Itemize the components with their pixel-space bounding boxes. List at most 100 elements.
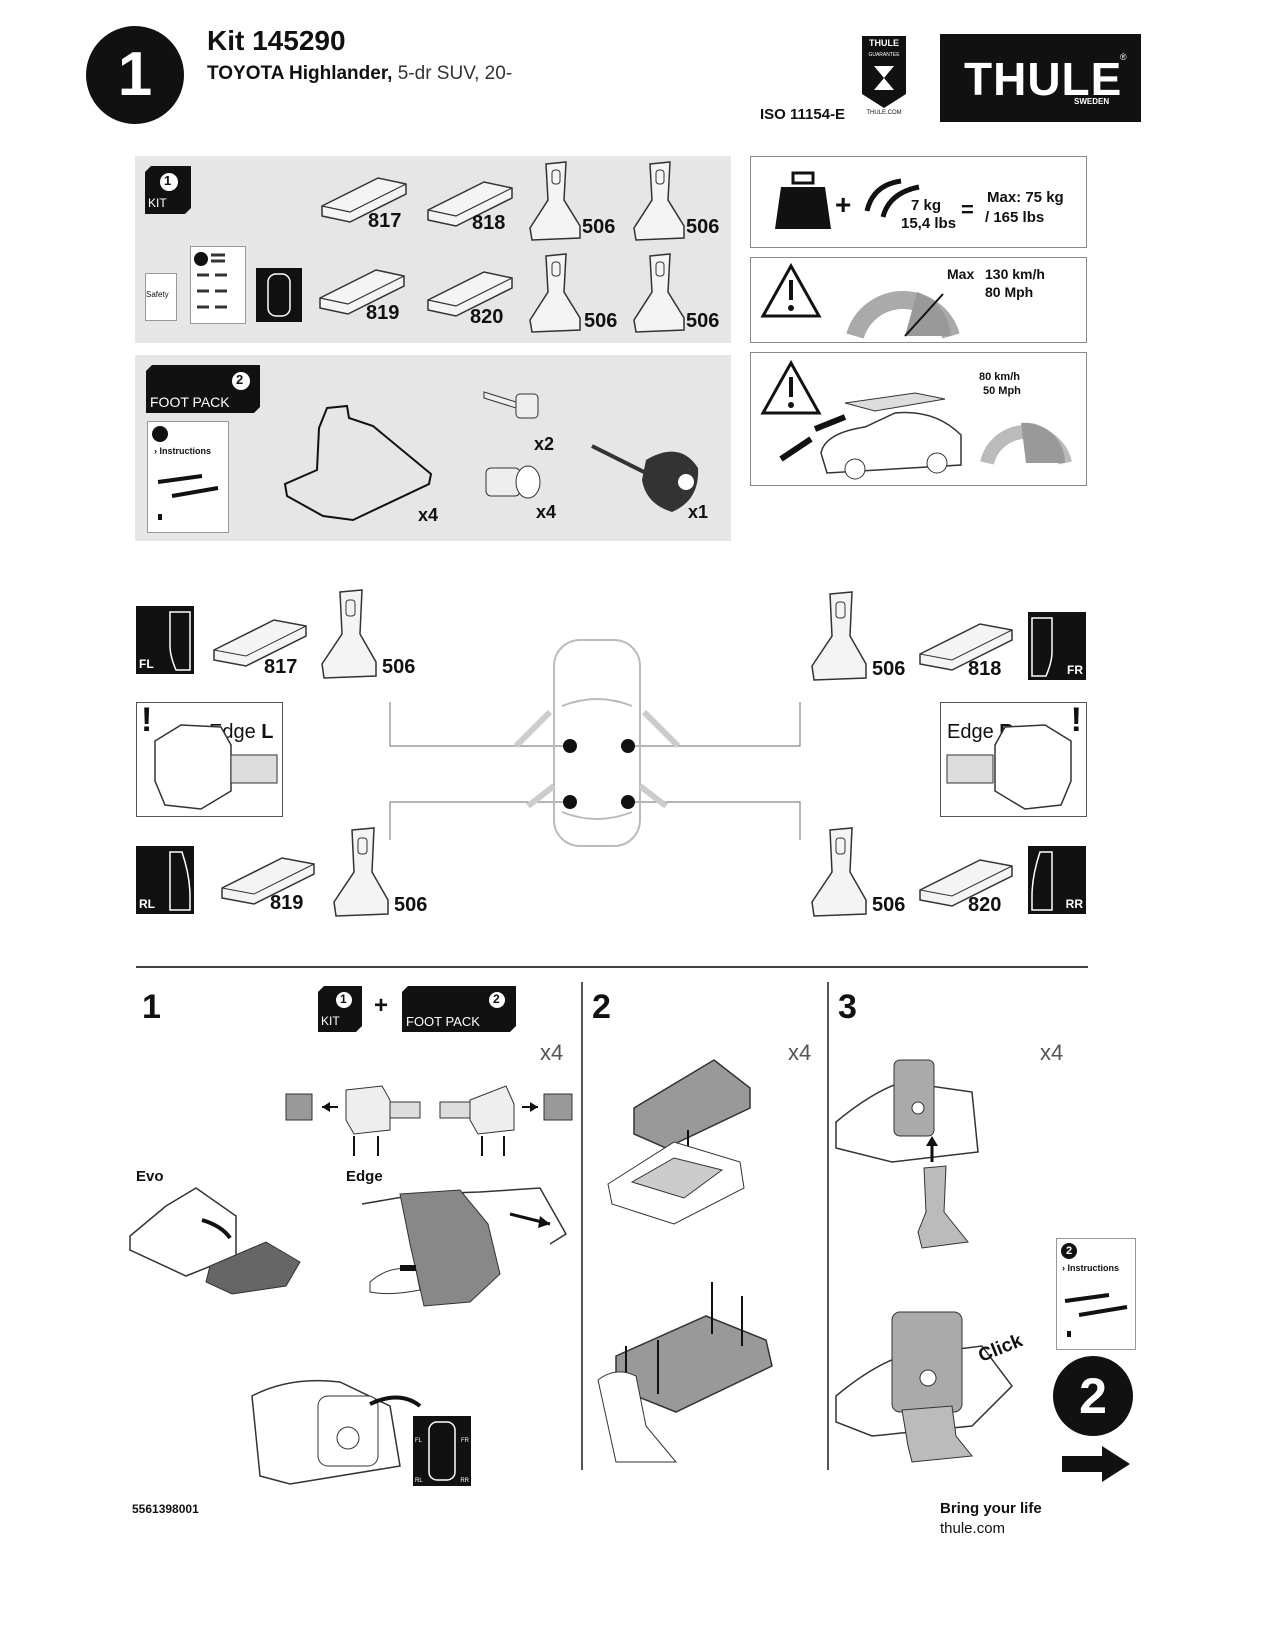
pad-817-icon bbox=[213, 619, 307, 667]
foot-pack-box-icon bbox=[402, 986, 516, 1032]
logo-sub: SWEDEN bbox=[1074, 97, 1110, 106]
fr-pad-label: 818 bbox=[968, 658, 1002, 680]
rl-position-tag: RL bbox=[136, 846, 194, 914]
part-label-819: 819 bbox=[366, 302, 400, 324]
bracket-506-icon bbox=[321, 589, 377, 679]
next-instructions: 2 › Instructions bbox=[1056, 1238, 1136, 1350]
exclaim-right: ! bbox=[1070, 701, 1082, 739]
vehicle-name: TOYOTA Highlander, bbox=[207, 63, 393, 84]
edge-left-box: ! Edge L bbox=[136, 701, 283, 817]
registered-icon: ® bbox=[1120, 52, 1127, 62]
safety-label: Safety bbox=[146, 290, 169, 299]
bracket-506-icon bbox=[633, 161, 685, 241]
foot-pad-icon bbox=[283, 404, 433, 522]
speedometer-icon bbox=[980, 422, 1072, 465]
kit-box-icon bbox=[145, 166, 191, 214]
next-instructions-num: 2 bbox=[1065, 1245, 1073, 1257]
instruction-sheet bbox=[190, 246, 246, 324]
pad-818-icon bbox=[427, 181, 513, 227]
step-divider-2 bbox=[827, 982, 829, 1470]
vehicle-detail: 5-dr SUV, 20- bbox=[392, 63, 513, 84]
edge-foot-right-icon bbox=[946, 724, 1072, 810]
guarantee-bottom: THULE.COM bbox=[866, 110, 902, 116]
part-label-817: 817 bbox=[368, 210, 402, 232]
step-2-number: 2 bbox=[592, 988, 611, 1026]
pad-819-icon bbox=[319, 269, 405, 315]
step-1-tag-fl: FL bbox=[415, 1438, 423, 1444]
edge-left-side: L bbox=[261, 721, 274, 743]
step-1-position-tag: FL FR RL RR bbox=[413, 1416, 471, 1486]
bracket-attach-illustration bbox=[835, 1059, 979, 1249]
speed-spec-box: Max 130 km/h 80 Mph bbox=[750, 257, 1087, 343]
foot-pack-badge: 2 FOOT PACK bbox=[146, 365, 260, 413]
lock-count: x4 bbox=[536, 502, 557, 522]
foot-pad-count: x4 bbox=[418, 505, 439, 525]
guarantee-shield: THULE GUARANTEE THULE.COM bbox=[860, 34, 908, 116]
next-page-badge[interactable]: 2 bbox=[1053, 1356, 1133, 1436]
speed-kmh: 130 km/h bbox=[985, 266, 1045, 282]
car-corner-icon bbox=[1031, 851, 1053, 911]
part-label-506-a: 506 bbox=[582, 216, 616, 238]
next-page-number: 2 bbox=[1079, 1368, 1107, 1424]
foot-pack-box-icon bbox=[146, 365, 260, 413]
car-topview-diagram bbox=[389, 639, 801, 847]
tool-count: x1 bbox=[688, 502, 709, 522]
roof-bars-icon bbox=[1064, 1293, 1128, 1337]
foot-pack-badge-label: FOOT PACK bbox=[150, 394, 230, 410]
step-1-kit-badge: 1 KIT bbox=[318, 986, 362, 1032]
warning-triangle-icon bbox=[760, 262, 822, 318]
pad-press-illustration bbox=[597, 1282, 773, 1463]
rl-tag-label: RL bbox=[139, 897, 155, 911]
part-label-820: 820 bbox=[470, 306, 504, 328]
rr-foot-label: 506 bbox=[872, 894, 906, 916]
car-corner-icon bbox=[1031, 617, 1053, 677]
step-1-plus: + bbox=[374, 992, 389, 1019]
pad-placement-illustration bbox=[607, 1059, 751, 1225]
step-1-tag-fr: FR bbox=[461, 1438, 469, 1444]
part-label-818: 818 bbox=[472, 212, 506, 234]
page-number-badge: 1 bbox=[86, 26, 184, 124]
pad-817-icon bbox=[321, 177, 407, 223]
instructions-num-icon bbox=[152, 426, 168, 442]
warn-speed-mph: 50 Mph bbox=[983, 385, 1021, 397]
kit-badge-num: 1 bbox=[164, 173, 172, 188]
part-label-506-b: 506 bbox=[686, 216, 720, 238]
bracket-506-icon bbox=[529, 253, 581, 333]
edge-right-text: Edge bbox=[947, 721, 1000, 743]
vehicle-line: TOYOTA Highlander, 5-dr SUV, 20- bbox=[207, 63, 512, 85]
load-spec-box: + 7 kg 15,4 lbs = Max: 75 kg / 165 lbs bbox=[750, 156, 1087, 248]
plus-sign: + bbox=[835, 189, 852, 220]
evo-foot-illustration bbox=[129, 1187, 301, 1295]
step-1-tag-rl: RL bbox=[415, 1478, 423, 1484]
kit-badge-label: KIT bbox=[148, 196, 167, 210]
next-instructions-num-icon: 2 bbox=[1061, 1243, 1077, 1259]
instructions-label: › Instructions bbox=[154, 446, 212, 456]
step-3-count: x4 bbox=[1040, 1040, 1064, 1065]
fl-tag-label: FL bbox=[139, 657, 154, 671]
speedometer-icon bbox=[846, 291, 960, 339]
pad-820-icon bbox=[919, 859, 1013, 907]
car-topview-icon bbox=[428, 1421, 456, 1481]
arrow-right-icon[interactable] bbox=[1060, 1444, 1132, 1484]
rr-tag-label: RR bbox=[1065, 897, 1083, 911]
kit-badge: 1 KIT bbox=[145, 166, 191, 214]
step-1-kit-label: KIT bbox=[321, 1014, 340, 1028]
exclaim-left: ! bbox=[141, 701, 153, 739]
foot-pack-badge-num: 2 bbox=[236, 372, 244, 387]
foot-pack-instructions: › Instructions bbox=[147, 421, 229, 533]
thule-logo: THULE SWEDEN ® bbox=[940, 34, 1141, 122]
iso-label: ISO 11154-E bbox=[760, 106, 846, 123]
warning-triangle-icon bbox=[760, 359, 822, 415]
weight-icon bbox=[775, 171, 831, 229]
edge-foot-left-icon bbox=[154, 724, 278, 810]
guarantee-mid: GUARANTEE bbox=[868, 52, 900, 58]
rr-position-tag: RR bbox=[1028, 846, 1086, 914]
bracket-click-illustration bbox=[835, 1311, 1013, 1463]
max-load-lbs: / 165 lbs bbox=[985, 209, 1045, 226]
step-2-count: x4 bbox=[788, 1040, 812, 1065]
fl-position-tag: FL bbox=[136, 606, 194, 674]
bracket-506-icon bbox=[811, 591, 867, 681]
steps-divider bbox=[136, 966, 1088, 968]
rr-pad-label: 820 bbox=[968, 894, 1002, 916]
footer-url[interactable]: thule.com bbox=[940, 1520, 1006, 1537]
